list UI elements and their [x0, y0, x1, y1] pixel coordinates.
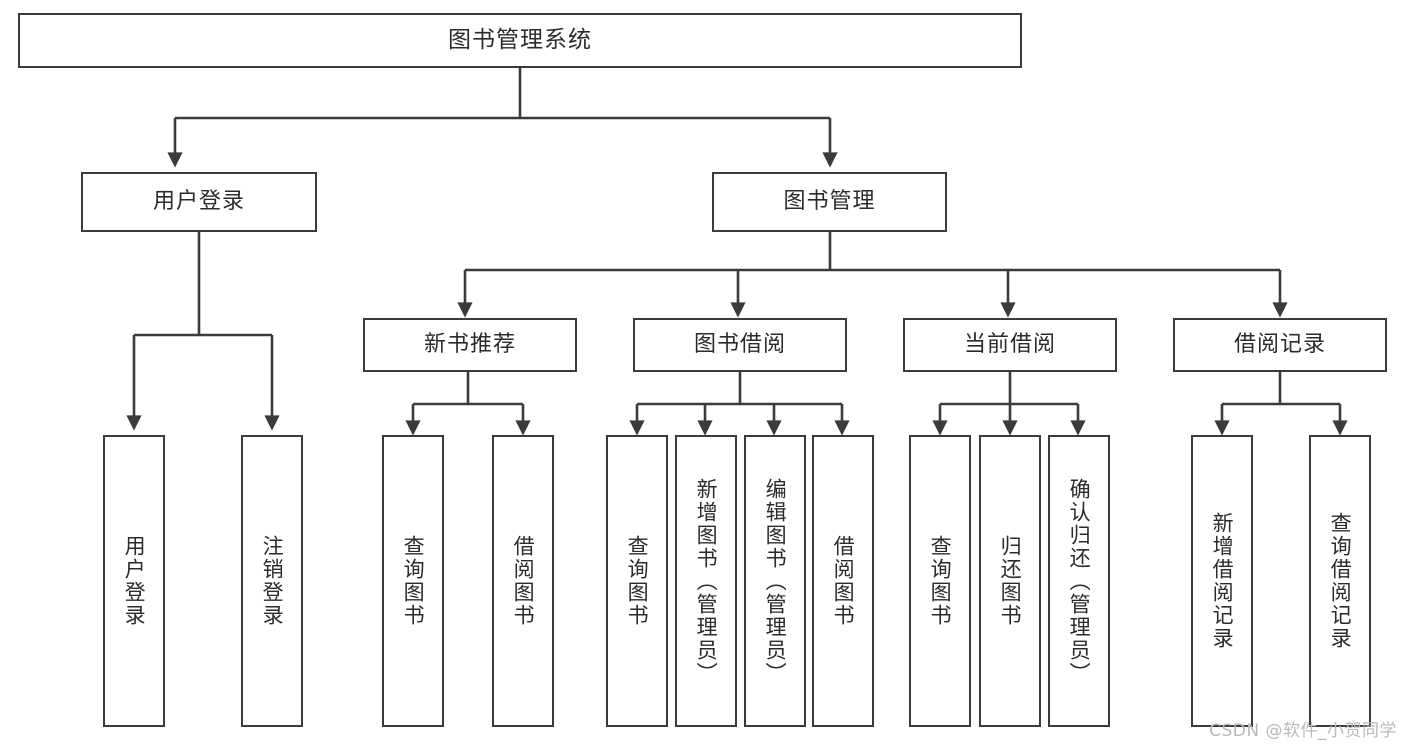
node-root-system[interactable]: 图书管理系统 [18, 13, 1022, 68]
leaf-current-confirm-return-admin[interactable]: 确认归还（管理员） [1048, 435, 1110, 727]
node-label: 新增图书（管理员） [694, 477, 719, 685]
node-label: 用户登录 [122, 535, 147, 627]
node-label: 新书推荐 [423, 331, 516, 357]
node-label: 注销登录 [260, 535, 285, 627]
leaf-current-query-book[interactable]: 查询图书 [909, 435, 971, 727]
node-label: 当前借阅 [963, 331, 1056, 357]
node-label: 查询图书 [401, 535, 426, 627]
leaf-borrow-query-book[interactable]: 查询图书 [606, 435, 668, 727]
leaf-record-query-record[interactable]: 查询借阅记录 [1309, 435, 1371, 727]
node-new-book-recommend[interactable]: 新书推荐 [363, 318, 577, 372]
node-label: 图书借阅 [693, 331, 786, 357]
leaf-current-return-book[interactable]: 归还图书 [979, 435, 1041, 727]
leaf-user-login[interactable]: 用户登录 [103, 435, 165, 727]
node-label: 查询图书 [928, 535, 953, 627]
node-book-management[interactable]: 图书管理 [712, 172, 947, 232]
watermark: CSDN @软件_小贺同学 [1209, 721, 1397, 741]
node-borrow-record[interactable]: 借阅记录 [1173, 318, 1387, 372]
node-label: 新增借阅记录 [1210, 512, 1235, 650]
node-label: 查询借阅记录 [1328, 512, 1353, 650]
node-label: 归还图书 [998, 535, 1023, 627]
leaf-borrow-edit-book-admin[interactable]: 编辑图书（管理员） [744, 435, 806, 727]
node-label: 确认归还（管理员） [1067, 477, 1092, 685]
node-label: 用户登录 [152, 188, 245, 214]
node-book-borrow[interactable]: 图书借阅 [633, 318, 847, 372]
leaf-borrow-add-book-admin[interactable]: 新增图书（管理员） [675, 435, 737, 727]
node-label: 图书管理系统 [448, 26, 592, 53]
leaf-user-logout[interactable]: 注销登录 [241, 435, 303, 727]
leaf-newbook-query-book[interactable]: 查询图书 [382, 435, 444, 727]
leaf-newbook-borrow-book[interactable]: 借阅图书 [492, 435, 554, 727]
leaf-borrow-borrow-book[interactable]: 借阅图书 [812, 435, 874, 727]
node-label: 查询图书 [625, 535, 650, 627]
node-label: 借阅图书 [511, 535, 536, 627]
leaf-record-add-record[interactable]: 新增借阅记录 [1191, 435, 1253, 727]
node-label: 借阅记录 [1233, 331, 1326, 357]
node-label: 图书管理 [783, 188, 876, 214]
node-current-borrow[interactable]: 当前借阅 [903, 318, 1117, 372]
node-label: 编辑图书（管理员） [763, 477, 788, 685]
node-user-login[interactable]: 用户登录 [81, 172, 317, 232]
node-label: 借阅图书 [831, 535, 856, 627]
